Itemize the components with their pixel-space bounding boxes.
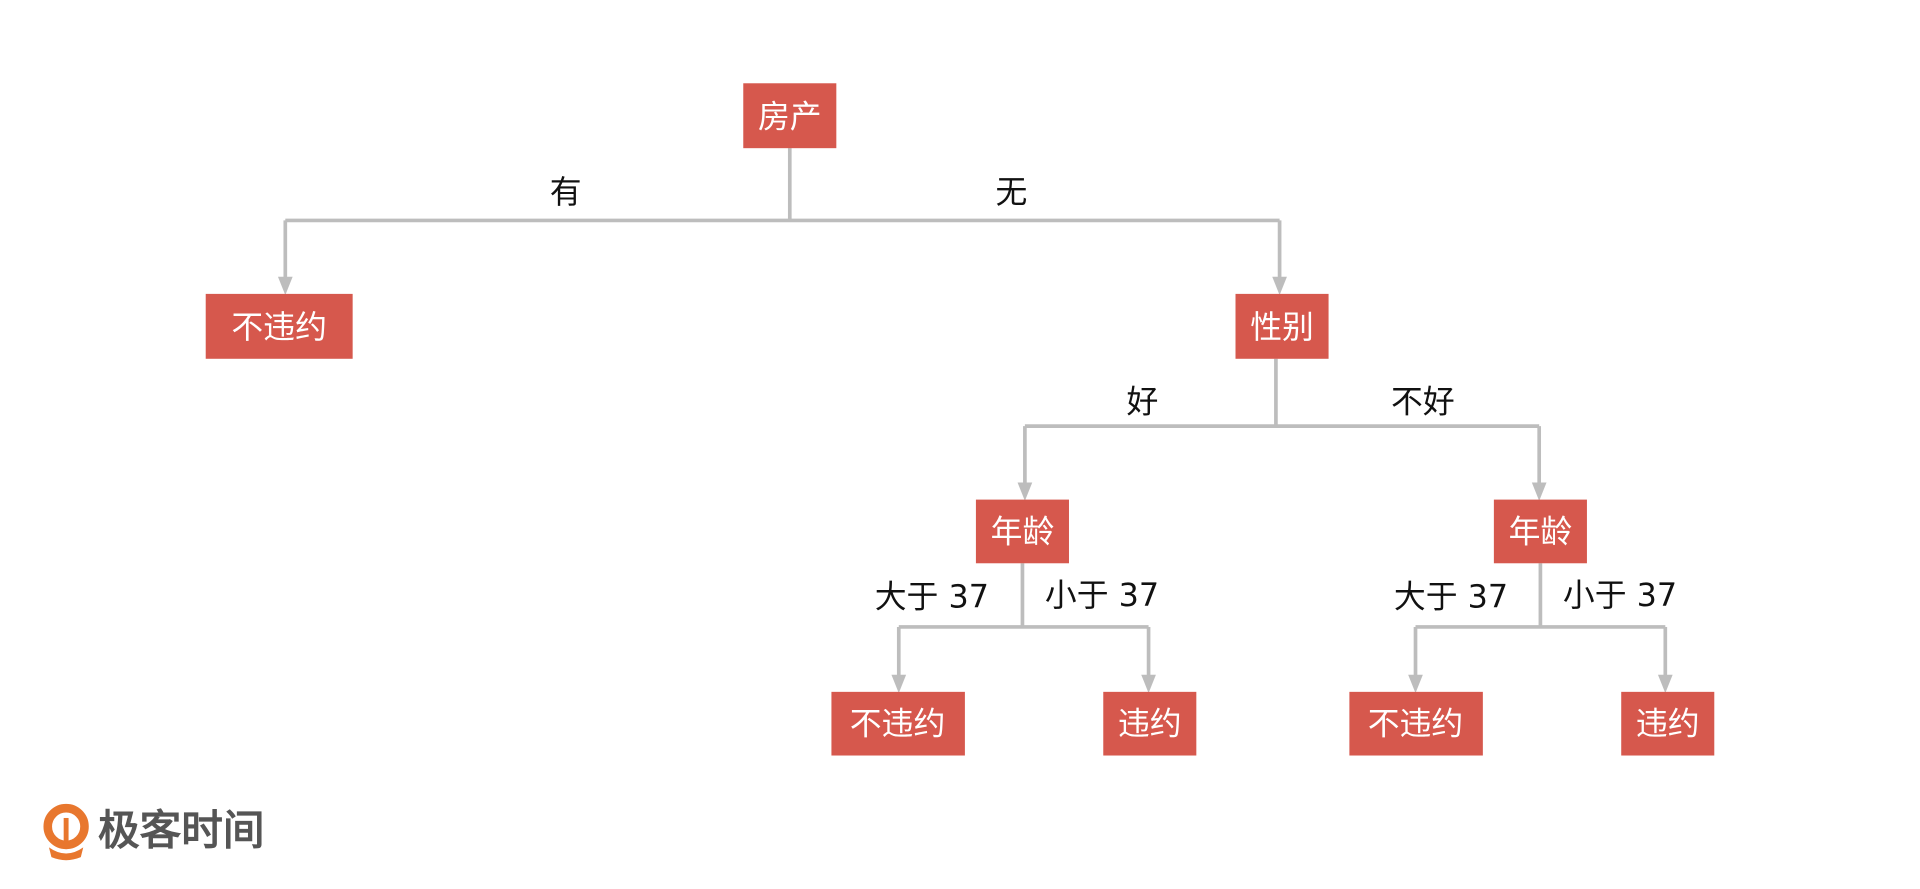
node-label: 违约 [1118,705,1182,743]
node-label: 年龄 [991,512,1055,550]
edges-root [277,148,1287,296]
node-label: 不违约 [231,308,327,346]
arrow-icon [1017,482,1033,501]
node-property: 房产 [743,83,837,149]
node-no-default: 不违约 [205,293,353,359]
node-age-left: 年龄 [975,499,1069,564]
node-label: 不违约 [850,705,946,743]
logo-text: 极客时间 [98,806,265,855]
edge-label-less-37: 小于 37 [1045,576,1159,614]
node-gender: 性别 [1235,293,1329,359]
node-no-default: 不违约 [831,691,965,756]
node-default: 违约 [1103,691,1197,756]
node-label: 违约 [1636,705,1700,743]
node-age-right: 年龄 [1493,499,1587,564]
arrow-icon [277,276,293,296]
edge-label-not-good: 不好 [1391,383,1455,421]
edge-label-greater-37: 大于 37 [1394,577,1508,615]
arrow-icon [1141,674,1156,694]
edge-label-less-37: 小于 37 [1563,576,1677,614]
node-default: 违约 [1621,691,1715,756]
node-label: 年龄 [1509,512,1573,550]
node-no-default: 不违约 [1349,691,1483,756]
edges-age-right [1408,563,1673,694]
arrow-icon [1408,674,1423,694]
edge-label-greater-37: 大于 37 [875,577,989,615]
arrow-icon [891,674,907,694]
edge-label-none: 无 [996,173,1028,211]
arrow-icon [1272,276,1287,296]
edges-age-left [891,563,1156,694]
geektime-logo: 极客时间 [43,803,265,861]
edge-label-good: 好 [1127,383,1159,421]
edges-gender [1017,358,1547,501]
node-label: 房产 [758,97,822,135]
arrow-icon [1531,482,1547,501]
node-label: 性别 [1250,308,1314,346]
logo-icon [43,803,89,861]
arrow-icon [1657,674,1673,694]
edge-label-has: 有 [550,173,582,211]
node-label: 不违约 [1368,705,1464,743]
